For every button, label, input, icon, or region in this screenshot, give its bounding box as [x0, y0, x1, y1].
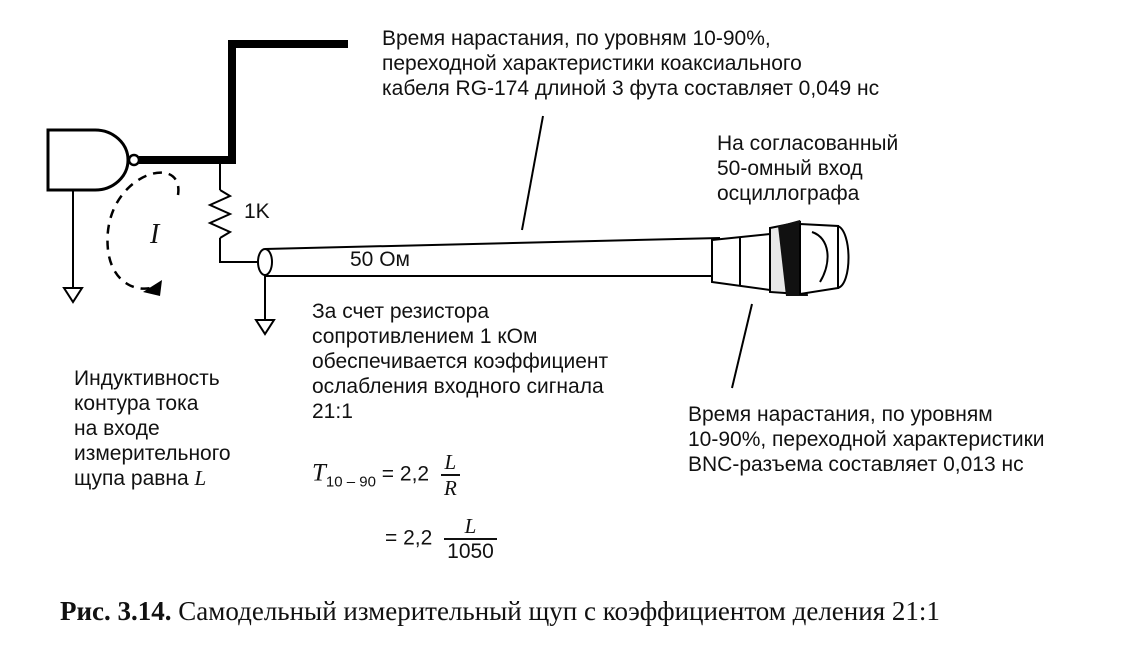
resistor-note-line: 21:1 [312, 400, 353, 423]
inductance-last-text: щупа равна [74, 467, 189, 490]
rise-time-cable-label: Время нарастания, по уровням 10-90%, пер… [382, 26, 879, 101]
resistor-lead-bottom [219, 238, 265, 263]
formula-eq2: = 2,2 [385, 526, 433, 550]
fraction-denominator: R [443, 476, 457, 500]
rise-cable-line: кабеля RG-174 длиной 3 фута составляет 0… [382, 77, 880, 100]
shield-ground-symbol [254, 319, 276, 336]
probe-diagram [46, 40, 850, 389]
inductance-line: контура тока [74, 392, 199, 415]
scope-input-label: На согласованный 50-омный вход осциллогр… [717, 131, 898, 206]
bnc-connector [711, 220, 850, 296]
rise-time-bnc-label: Время нарастания, по уровням 10-90%, пер… [688, 402, 1045, 477]
current-arrow-head [143, 280, 162, 296]
scope-input-line: На согласованный [717, 132, 899, 155]
fraction-numerator: L [440, 450, 460, 476]
resistor-label: 1K [244, 200, 270, 223]
fraction-denominator: 1050 [447, 540, 494, 563]
coax-cable-end [257, 248, 273, 276]
resistor-note: За счет резистора сопротивлением 1 кОм о… [312, 299, 608, 424]
resistor-note-line: За счет резистора [312, 300, 490, 323]
rise-bnc-line: Время нарастания, по уровням [688, 403, 993, 426]
resistor-note-line: сопротивлением 1 кОм [312, 325, 538, 348]
rise-cable-line: Время нарастания, по уровням 10-90%, [382, 27, 771, 50]
formula-lhs-symbol: T [312, 459, 326, 487]
rise-bnc-line: 10-90%, переходной характеристики [688, 428, 1045, 451]
caption-text: Самодельный измерительный щуп с коэффици… [171, 596, 940, 626]
rise-bnc-line: BNC-разъема составляет 0,013 нс [688, 453, 1024, 476]
inductance-symbol: L [194, 466, 207, 490]
formula-lhs-subscript: 10 – 90 [325, 473, 376, 491]
rise-cable-line: переходной характеристики коаксиального [382, 52, 802, 75]
scope-input-line: 50-омный вход [717, 157, 863, 180]
leader-line-cable [521, 115, 544, 231]
inductance-line: измерительного [74, 442, 231, 465]
cable-impedance-label: 50 Ом [350, 248, 410, 271]
current-loop-path [106, 171, 180, 290]
fraction-numerator: L [444, 514, 497, 540]
leader-line-bnc [731, 303, 753, 389]
scope-input-line: осциллографа [717, 182, 860, 205]
figure-caption: Рис. 3.14. Самодельный измерительный щуп… [60, 596, 940, 627]
resistor-note-line: ослабления входного сигнала [312, 375, 604, 398]
logic-gate-symbol [46, 128, 130, 192]
formula-eq1: = 2,2 [381, 462, 430, 486]
caption-prefix: Рис. 3.14. [60, 596, 172, 626]
gate-inversion-bubble [127, 153, 141, 167]
resistor-symbol [207, 189, 233, 239]
resistor-note-line: обеспечивается коэффициент [312, 350, 609, 373]
inductance-line: Индуктивность [74, 367, 220, 390]
inductance-label: Индуктивность контура тока на входе изме… [74, 366, 231, 491]
gate-output-trace [139, 40, 348, 164]
gate-ground-symbol [62, 287, 84, 304]
current-label: I [150, 219, 160, 250]
inductance-line: на входе [74, 417, 160, 440]
coax-cable-top-edge [264, 237, 721, 250]
inductance-line: щупа равна L [74, 466, 231, 491]
